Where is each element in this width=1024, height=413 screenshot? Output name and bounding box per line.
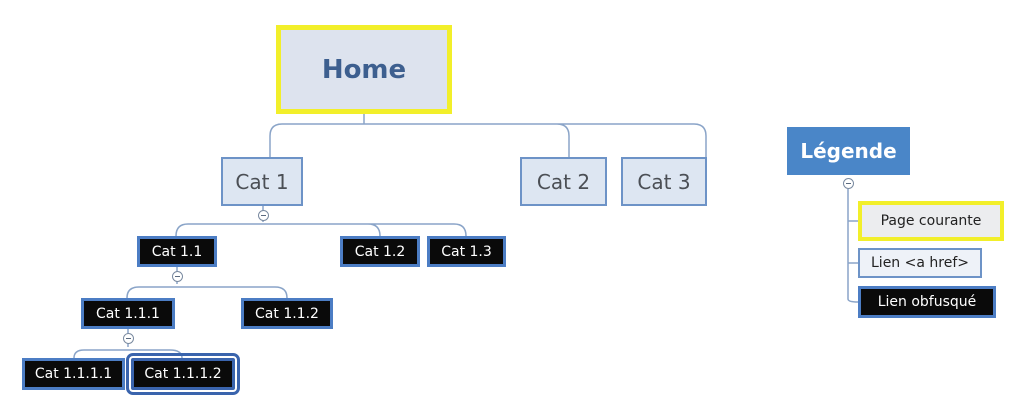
connector-level1-bar — [269, 123, 707, 137]
legend-title: Légende — [787, 127, 910, 175]
legend-item-obfuscated-link: Lien obfusqué — [858, 286, 996, 318]
node-cat-1[interactable]: Cat 1 — [221, 157, 303, 206]
legend-item-href-link: Lien <a href> — [858, 248, 982, 278]
legend-item-current-page: Page courante — [858, 201, 1004, 241]
node-home[interactable]: Home — [276, 25, 452, 114]
node-cat-2[interactable]: Cat 2 — [520, 157, 607, 206]
node-cat-3[interactable]: Cat 3 — [621, 157, 707, 206]
node-cat-1-1-1-2[interactable]: Cat 1.1.1.2 — [126, 353, 240, 395]
collapse-toggle-cat1-1-1[interactable] — [123, 333, 134, 344]
collapse-toggle-cat1[interactable] — [258, 210, 269, 221]
node-cat-1-2[interactable]: Cat 1.2 — [340, 236, 420, 267]
node-cat-1-1-2[interactable]: Cat 1.1.2 — [241, 298, 333, 329]
connector-level3-bar — [126, 286, 288, 299]
minus-icon — [126, 338, 131, 339]
node-cat-1-1[interactable]: Cat 1.1 — [137, 236, 217, 267]
minus-icon — [175, 276, 180, 277]
connector-level4-bar — [73, 349, 183, 359]
node-cat-1-1-1-1[interactable]: Cat 1.1.1.1 — [22, 358, 125, 390]
connector-level2-bar — [175, 223, 467, 237]
collapse-toggle-legend[interactable] — [843, 178, 854, 189]
minus-icon — [846, 183, 851, 184]
collapse-toggle-cat1-1[interactable] — [172, 271, 183, 282]
node-cat-1-1-1[interactable]: Cat 1.1.1 — [81, 298, 175, 329]
node-cat-1-3[interactable]: Cat 1.3 — [427, 236, 506, 267]
minus-icon — [261, 215, 266, 216]
